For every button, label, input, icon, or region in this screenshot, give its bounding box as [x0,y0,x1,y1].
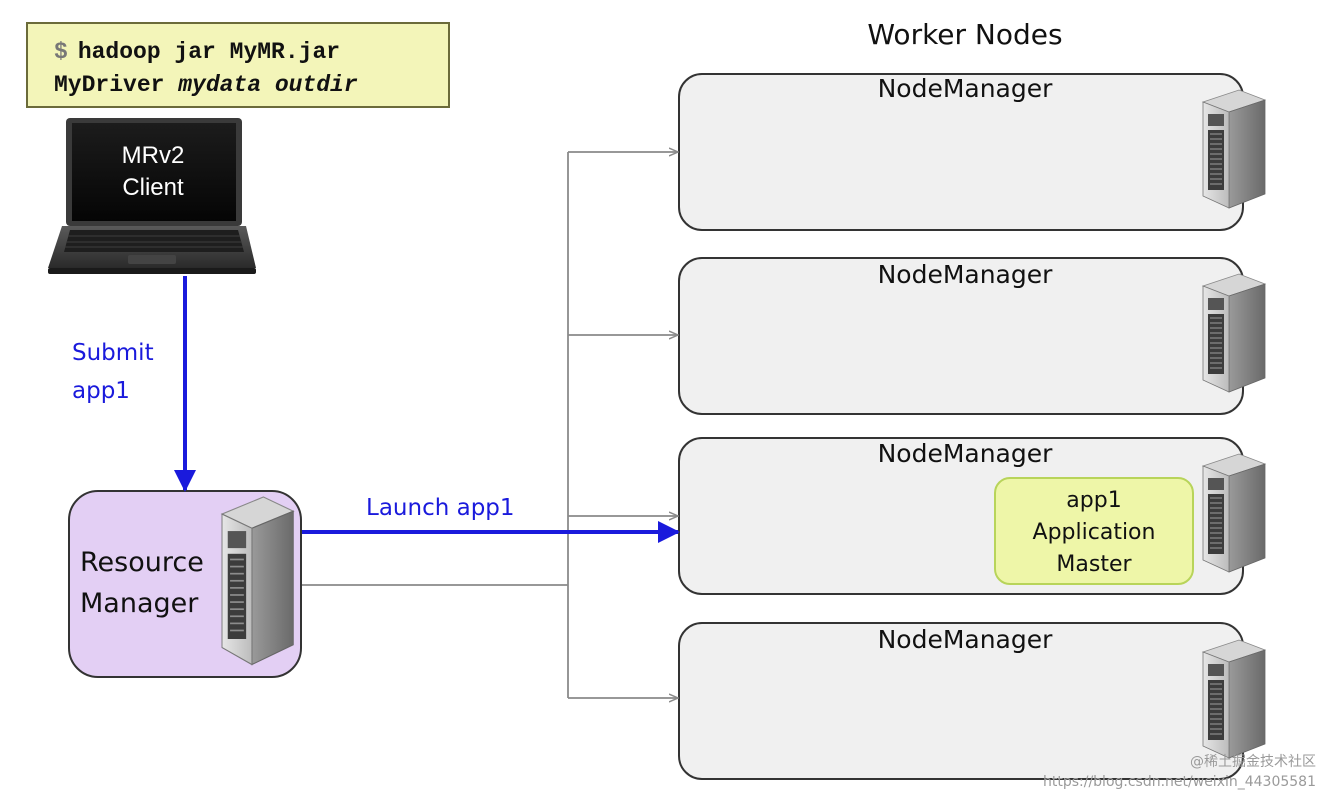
driver-class: MyDriver [54,72,165,98]
laptop-icon [48,118,256,274]
node-server-icon-4 [1202,639,1266,759]
node-server-icon-2 [1202,273,1266,393]
application-master-line-2: Application [1032,520,1156,545]
command-text: hadoop jar MyMR.jar [77,39,341,65]
node-manager-box-1 [678,73,1244,231]
launch-label: Launch app1 [366,495,515,521]
bus-connector [302,152,569,698]
command-args: mydata outdir [178,72,358,98]
command-line-1: $ hadoop jar MyMR.jar [54,36,448,69]
submit-label-line-2: app1 [72,378,130,404]
node-manager-label-3: NodeManager [877,439,1053,468]
watermark-line-2: https://blog.csdn.net/weixin_44305581 [1042,774,1316,790]
client-label: MRv2 Client [70,140,236,204]
node-server-icon-1 [1202,89,1266,209]
command-box: $ hadoop jar MyMR.jar MyDriver mydata out… [26,22,450,108]
application-master-box: app1 Application Master [994,477,1194,585]
prompt-symbol: $ [54,39,68,65]
node-manager-label-4: NodeManager [877,625,1053,654]
resource-manager-label-line-2: Manager [80,588,199,619]
worker-nodes-title: Worker Nodes [867,18,1063,51]
client-label-line-2: Client [122,174,184,201]
submit-label-line-1: Submit [72,340,154,366]
client-label-line-1: MRv2 [121,142,185,169]
submit-label: Submit app1 [72,334,154,410]
resource-manager-label: Resource Manager [80,542,220,624]
resource-manager-server-icon [221,496,295,666]
node-manager-label-2: NodeManager [877,260,1053,289]
watermark-line-1: @稀土掘金技术社区 [1190,754,1316,770]
resource-manager-label-line-1: Resource [80,547,204,578]
application-master-line-3: Master [1056,552,1132,577]
application-master-line-1: app1 [1066,488,1122,513]
node-manager-label-1: NodeManager [877,74,1053,103]
node-manager-box-4 [678,622,1244,780]
node-server-icon-3 [1202,453,1266,573]
watermark: @稀土掘金技术社区 https://blog.csdn.net/weixin_4… [1043,752,1316,792]
node-manager-box-2 [678,257,1244,415]
command-line-2: MyDriver mydata outdir [54,69,448,102]
